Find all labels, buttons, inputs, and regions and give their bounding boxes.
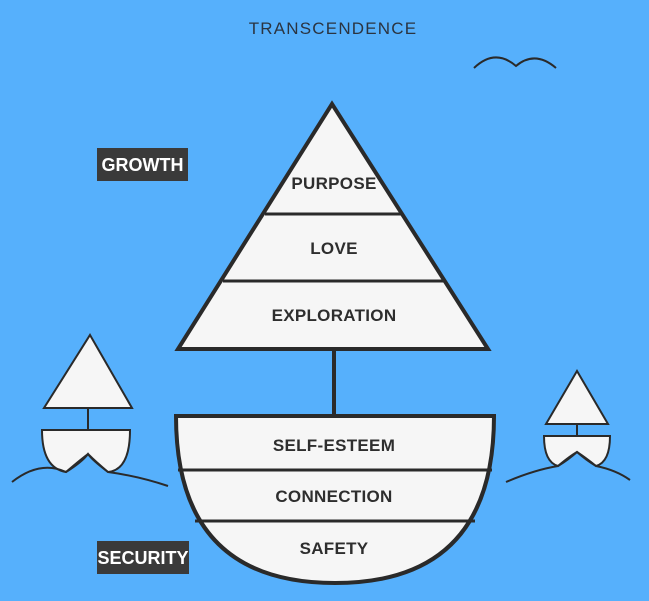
sail-level-purpose: PURPOSE: [291, 174, 376, 193]
small-sailboat-icon: [505, 369, 631, 483]
main-sail-pyramid: [174, 100, 492, 351]
security-badge: SECURITY: [97, 541, 189, 574]
growth-badge-label: GROWTH: [102, 155, 184, 175]
security-badge-label: SECURITY: [97, 548, 188, 568]
hull-level-connection: CONNECTION: [275, 487, 392, 506]
small-sailboat-icon: [11, 333, 169, 487]
hull-level-safety: SAFETY: [300, 539, 369, 558]
hull-level-self-esteem: SELF-ESTEEM: [273, 436, 395, 455]
main-hull: [173, 414, 497, 586]
growth-badge: GROWTH: [97, 148, 188, 181]
sail-level-love: LOVE: [310, 239, 358, 258]
title-transcendence: TRANSCENDENCE: [249, 19, 418, 38]
sail-level-exploration: EXPLORATION: [272, 306, 397, 325]
bird-icon: [473, 56, 557, 69]
